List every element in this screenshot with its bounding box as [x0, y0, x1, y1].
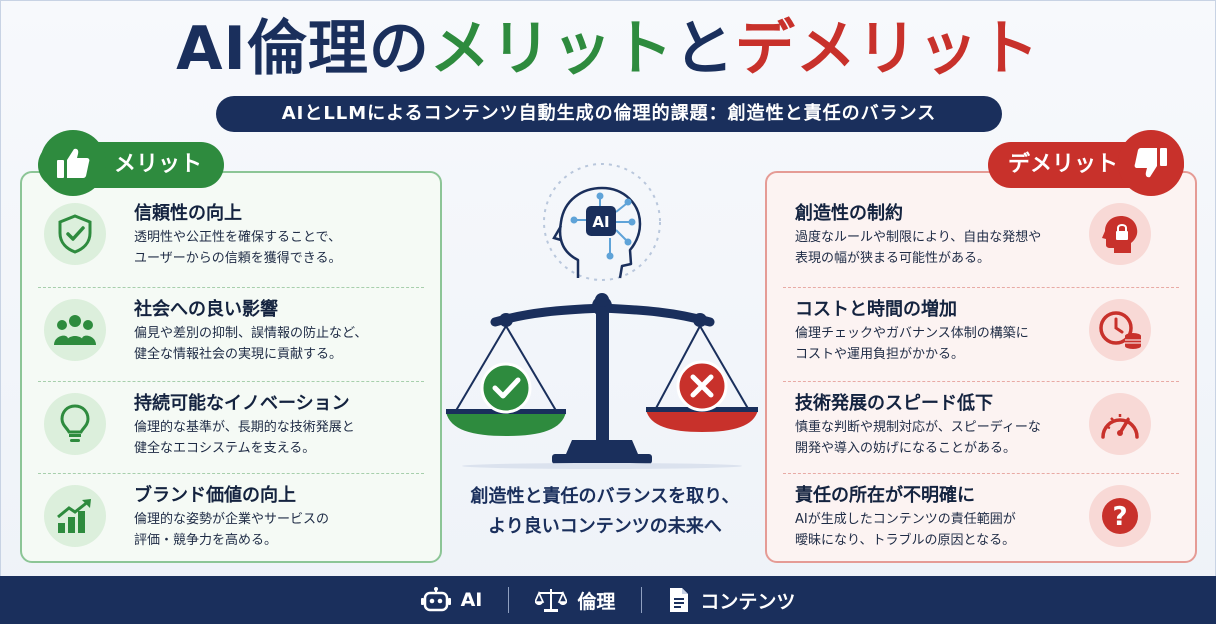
demerit-heading: 責任の所在が不明確に [795, 485, 975, 506]
demerit-item: 技術発展のスピード低下 慎重な判断や規制対応が、スピーディーな開発や導入の妨げに… [767, 375, 1195, 467]
merit-heading: 社会への良い影響 [134, 299, 278, 320]
demerit-item: 責任の所在が不明確に AIが生成したコンテンツの責任範囲が曖昧になり、トラブルの… [767, 467, 1195, 559]
thumbs-up-icon [40, 130, 106, 196]
demerit-heading: 創造性の制約 [795, 203, 903, 224]
demerit-description: 倫理チェックやガバナンス体制の構築にコストや運用負担がかかる。 [795, 326, 1029, 362]
people-icon [44, 299, 106, 361]
robot-icon [420, 587, 451, 612]
demerit-description: 慎重な判断や規制対応が、スピーディーな開発や導入の妨げになることがある。 [795, 420, 1041, 456]
merit-item: 持続可能なイノベーション 倫理的な基準が、長期的な技術発展と健全なエコシステムを… [22, 375, 440, 467]
footer-label-content: コンテンツ [700, 590, 796, 613]
divider [38, 381, 424, 382]
footer-label-ethics: 倫理 [577, 590, 616, 613]
divider [38, 473, 424, 474]
scales-icon [535, 589, 568, 612]
footer-item-content: コンテンツ [642, 587, 821, 614]
thumbs-down-icon [1118, 130, 1184, 196]
merit-description: 偏見や差別の抑制、誤情報の防止など、健全な情報社会の実現に貢献する。 [134, 326, 368, 362]
center-caption: 創造性と責任のバランスを取り、 より良いコンテンツの未来へ [470, 486, 740, 537]
footer-separator [508, 587, 510, 613]
svg-text:?: ? [1112, 502, 1127, 532]
merit-item: 社会への良い影響 偏見や差別の抑制、誤情報の防止など、健全な情報社会の実現に貢献… [22, 281, 440, 373]
divider [783, 381, 1179, 382]
demerit-description: AIが生成したコンテンツの責任範囲が曖昧になり、トラブルの原因となる。 [795, 512, 1016, 548]
title-part-merit: メリット [429, 14, 674, 84]
merit-description: 透明性や公正性を確保することで、ユーザーからの信頼を獲得できる。 [134, 230, 342, 266]
merit-panel: 信頼性の向上 透明性や公正性を確保することで、ユーザーからの信頼を獲得できる。 … [20, 171, 442, 563]
title-part-and: と [673, 14, 735, 84]
speedometer-icon [1089, 393, 1151, 455]
demerit-heading: コストと時間の増加 [795, 299, 957, 320]
balance-scale-illustration: AI [446, 163, 758, 469]
divider [783, 473, 1179, 474]
shield-check-icon [44, 203, 106, 265]
merit-heading: 信頼性の向上 [134, 203, 242, 224]
merit-description: 倫理的な姿勢が企業やサービスの評価・競争力を高める。 [134, 512, 330, 548]
demerit-heading: 技術発展のスピード低下 [795, 393, 993, 414]
merit-item: 信頼性の向上 透明性や公正性を確保することで、ユーザーからの信頼を獲得できる。 [22, 185, 440, 277]
subtitle-banner: AIとLLMによるコンテンツ自動生成の倫理的課題：創造性と責任のバランス [216, 96, 1002, 132]
demerit-item: コストと時間の増加 倫理チェックやガバナンス体制の構築にコストや運用負担がかかる… [767, 281, 1195, 373]
merit-item: ブランド価値の向上 倫理的な姿勢が企業やサービスの評価・競争力を高める。 [22, 467, 440, 559]
footer-item-ai: AI [395, 587, 509, 613]
title-part-ai-ethics: AI倫理の [176, 14, 430, 84]
footer-item-ethics: 倫理 [509, 587, 641, 614]
question-icon: ? [1089, 485, 1151, 547]
title-part-demerit: デメリット [734, 14, 1040, 84]
divider [783, 287, 1179, 288]
merit-description: 倫理的な基準が、長期的な技術発展と健全なエコシステムを支える。 [134, 420, 355, 456]
check-circle-icon [480, 362, 532, 414]
document-icon [670, 588, 689, 612]
demerit-item: 創造性の制約 過度なルールや制限により、自由な発想や表現の幅が狭まる可能性がある… [767, 185, 1195, 277]
footer-separator [641, 587, 643, 613]
ai-chip-label: AI [592, 213, 609, 231]
demerit-description: 過度なルールや制限により、自由な発想や表現の幅が狭まる可能性がある。 [795, 230, 1042, 266]
demerit-panel: 創造性の制約 過度なルールや制限により、自由な発想や表現の幅が狭まる可能性がある… [765, 171, 1197, 563]
growth-chart-icon [44, 485, 106, 547]
head-lock-icon [1089, 203, 1151, 265]
page-title: AI倫理のメリットとデメリット [0, 10, 1216, 88]
merit-heading: ブランド価値の向上 [134, 485, 296, 506]
clock-coins-icon [1089, 299, 1151, 361]
merit-heading: 持続可能なイノベーション [134, 393, 350, 414]
footer-bar: AI 倫理 コンテンツ [0, 576, 1216, 624]
divider [38, 287, 424, 288]
footer-label-ai: AI [460, 589, 483, 611]
lightbulb-icon [44, 393, 106, 455]
